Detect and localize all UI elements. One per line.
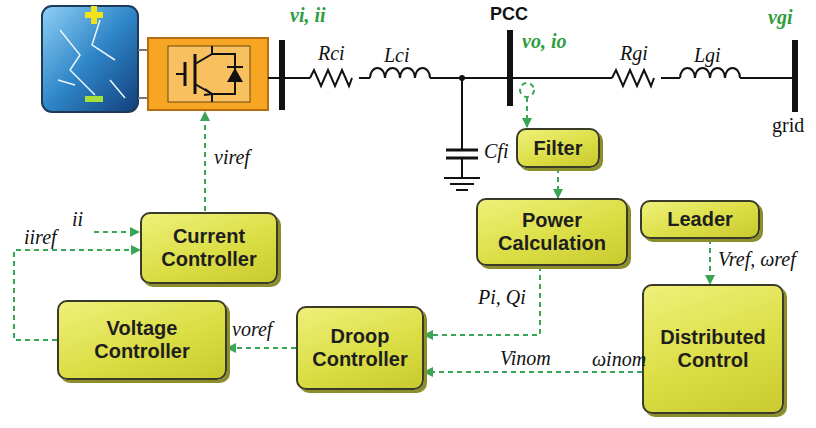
power-wires-part [310,70,352,86]
signal-label: vi, ii [290,4,326,27]
battery-pv-icon-part [138,49,148,51]
inverter-box-part [194,54,197,94]
box-label: Distributed Control [652,326,774,372]
power-wires-part [430,77,508,79]
bus-bars-part [279,40,285,110]
power-wires-part [661,77,680,79]
signal-arrow [709,239,711,284]
signal-lines-part [204,112,206,211]
component-label: Lgi [694,44,721,67]
signal-arrow [557,168,559,198]
signal-label: ii [72,208,83,231]
signal-label: Vinom [500,347,551,370]
inverter-box-part [176,73,185,75]
component-label: Cfi [484,140,508,163]
signal-label: voref [232,318,272,341]
signal-arrow [424,266,540,335]
signal-label: ωinom [592,348,646,371]
battery-pv-icon-part [138,97,148,99]
signal-label: Vref, ωref [718,248,796,271]
power-wires-part [612,70,654,86]
controller-box: Voltage Controller [57,300,227,380]
power-wires-part [456,189,468,191]
box-label: Leader [667,208,733,231]
power-wires [268,68,793,190]
box-label: Filter [534,137,583,160]
power-wires-part [461,158,463,178]
box-label: Current Controller [150,225,268,271]
signal-label: vo, io [522,30,566,53]
controller-box: Distributed Control [642,284,784,414]
signal-arrow [227,347,296,349]
power-wires-part [740,77,793,79]
inverter-box-part [227,68,243,82]
process-box: Leader [640,200,760,239]
battery-pv-icon [42,6,148,112]
junction-dot [459,75,465,81]
signal-label: Pi, Qi [478,286,526,309]
bus-bars-part [792,40,798,112]
bus-label: grid [772,114,804,137]
battery-pv-icon-part [42,6,138,112]
battery-pv-icon-part [85,96,103,102]
power-wires-part [680,68,740,78]
signal-label: iiref [24,226,57,249]
component-label: Lci [384,44,410,67]
signal-lines [94,83,534,232]
signal-lines-part [526,97,528,127]
controller-box: Droop Controller [296,306,424,390]
inverter-box-part [204,89,212,95]
battery-pv-icon-part [91,6,97,24]
inverter-box-part [148,38,268,110]
battery-pv-icon-part [58,20,125,98]
component-label: Rgi [620,42,648,65]
signal-label: viref [214,146,250,169]
power-wires-part [450,183,474,185]
controller-box: Current Controller [140,212,278,284]
signal-label: vgi [768,6,792,29]
inverter-box-part [168,46,250,102]
filter-box: Filter [516,128,600,168]
box-label: Droop Controller [306,325,414,371]
bus-bars-part [507,30,513,106]
power-wires-part [461,78,463,150]
signal-lines-part [520,83,534,97]
bus-label: PCC [490,4,528,25]
signal-lines-part [94,231,139,233]
inverter-box-part [227,66,243,68]
power-wires-part [370,68,430,78]
inverter-box [148,38,268,110]
power-wires-part [512,77,612,79]
bus-bars [279,30,798,112]
inverter-box-part [212,54,235,94]
component-label: Rci [318,42,345,65]
power-wires-part [285,77,310,79]
power-wires-part [444,177,480,179]
process-box: Power Calculation [476,198,628,266]
box-label: Voltage Controller [67,317,217,363]
signal-arrow [424,371,642,373]
power-wires-part [359,77,370,79]
box-label: Power Calculation [486,209,618,255]
inverter-box-part [195,46,212,102]
power-wires-part [446,149,478,152]
